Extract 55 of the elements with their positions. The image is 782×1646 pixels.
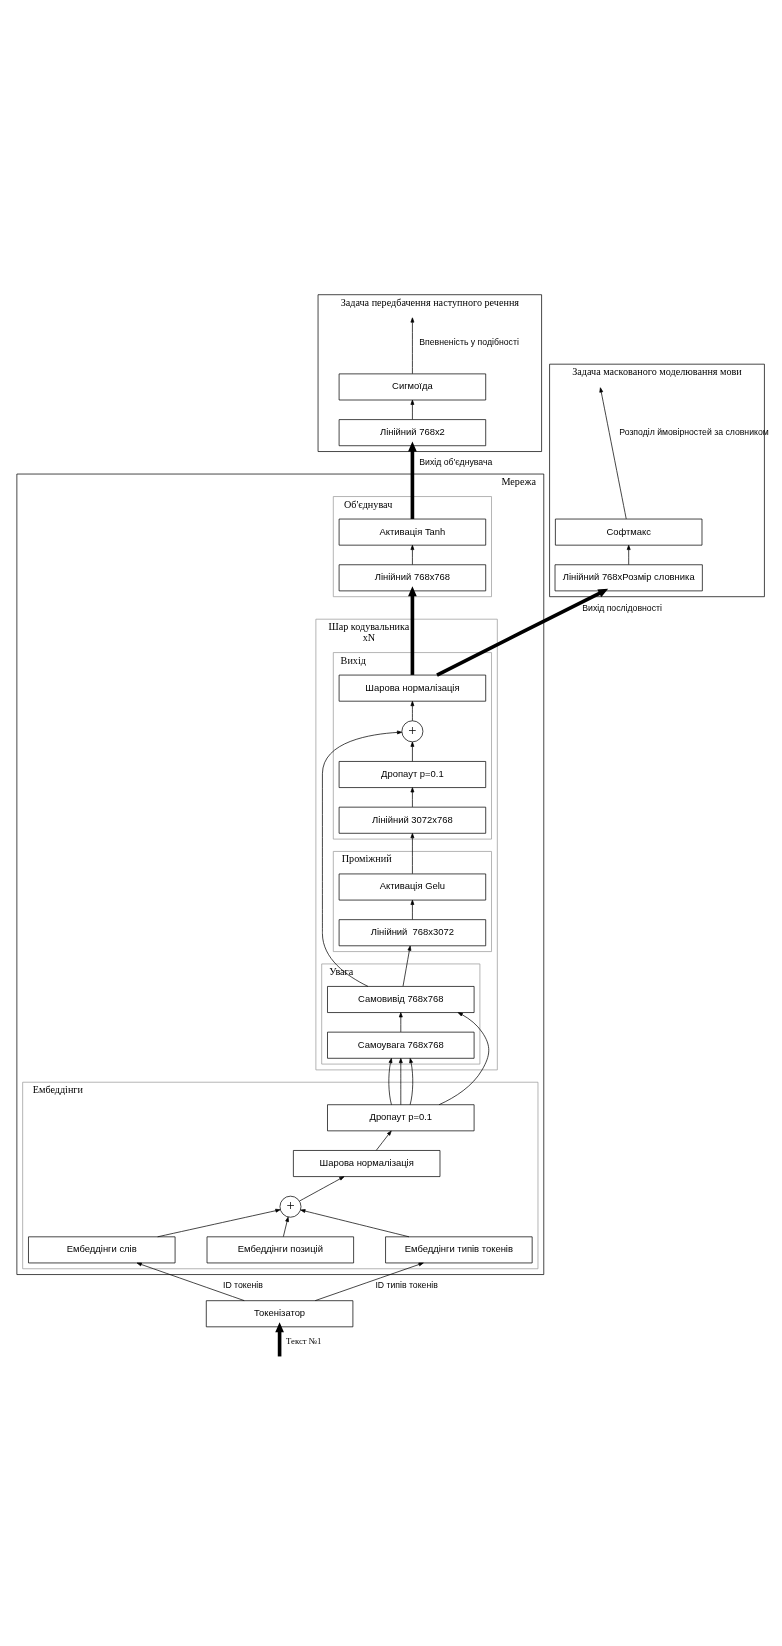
arrow [410,317,415,374]
node-circle: + [401,720,424,743]
node-box: Активація Gelu [338,873,487,901]
node-box: Шарова нормалізація [293,1150,441,1177]
edge-label: Впевненість у подібності [419,337,519,348]
arrow [599,387,627,520]
node-box: Лінійний 768x3072 [338,919,487,947]
arrow [299,1176,345,1202]
node-box: Токенізатор [205,1300,354,1328]
arrow [398,1058,403,1106]
arrow [410,701,415,722]
arrow [157,1208,281,1238]
arrow [398,1012,403,1033]
node-box: Ембеддінги позицій [206,1236,354,1264]
edge-label: ID токенів [222,1280,263,1291]
node-box: Самовивід 768x768 [327,986,475,1013]
node-box: Лінійний 768x2 [338,419,487,447]
arrow [402,945,412,987]
node-box: Самоувага 768x768 [327,1031,475,1059]
node-box: Сигмоїда [338,373,487,401]
arrow [388,1058,393,1106]
arrow [410,399,415,420]
arrow [322,730,403,987]
arrow [438,1012,490,1106]
node-box: Лінійний 3072x768 [338,806,487,834]
arrow [410,833,415,875]
arrow [314,1262,424,1301]
arrow [283,1216,289,1237]
arrow [409,1058,414,1106]
node-circle: + [279,1195,302,1218]
node-box: Дропаут p=0.1 [338,761,487,788]
arrow [436,588,609,677]
node-box: Активація Tanh [338,518,487,546]
node-box: Лінійний 768x768 [338,564,487,592]
edge-label: Вихід об'єднувача [419,457,493,468]
arrow [376,1130,392,1151]
arrow [410,741,415,762]
arrow [626,544,631,565]
node-box: Софтмакс [555,518,703,546]
node-box: Шарова нормалізація [338,674,487,702]
arrow [408,586,417,675]
edge-label: Вихід послідовності [582,602,662,613]
node-box: Дропаут p=0.1 [327,1104,475,1132]
arrow [300,1209,410,1238]
arrow [410,544,415,565]
arrow [408,441,417,519]
node-box: Лінійний 768xРозмір словника [554,564,703,592]
arrow [136,1262,245,1301]
node-box: Ембеддінги типів токенів [385,1236,533,1264]
edge-label: Текст №1 [286,1336,322,1347]
arrow [410,899,415,920]
node-box: Ембеддінги слів [28,1236,176,1264]
arrow [410,787,415,808]
edge-label: ID типів токенів [375,1280,438,1291]
arrow [275,1322,284,1357]
